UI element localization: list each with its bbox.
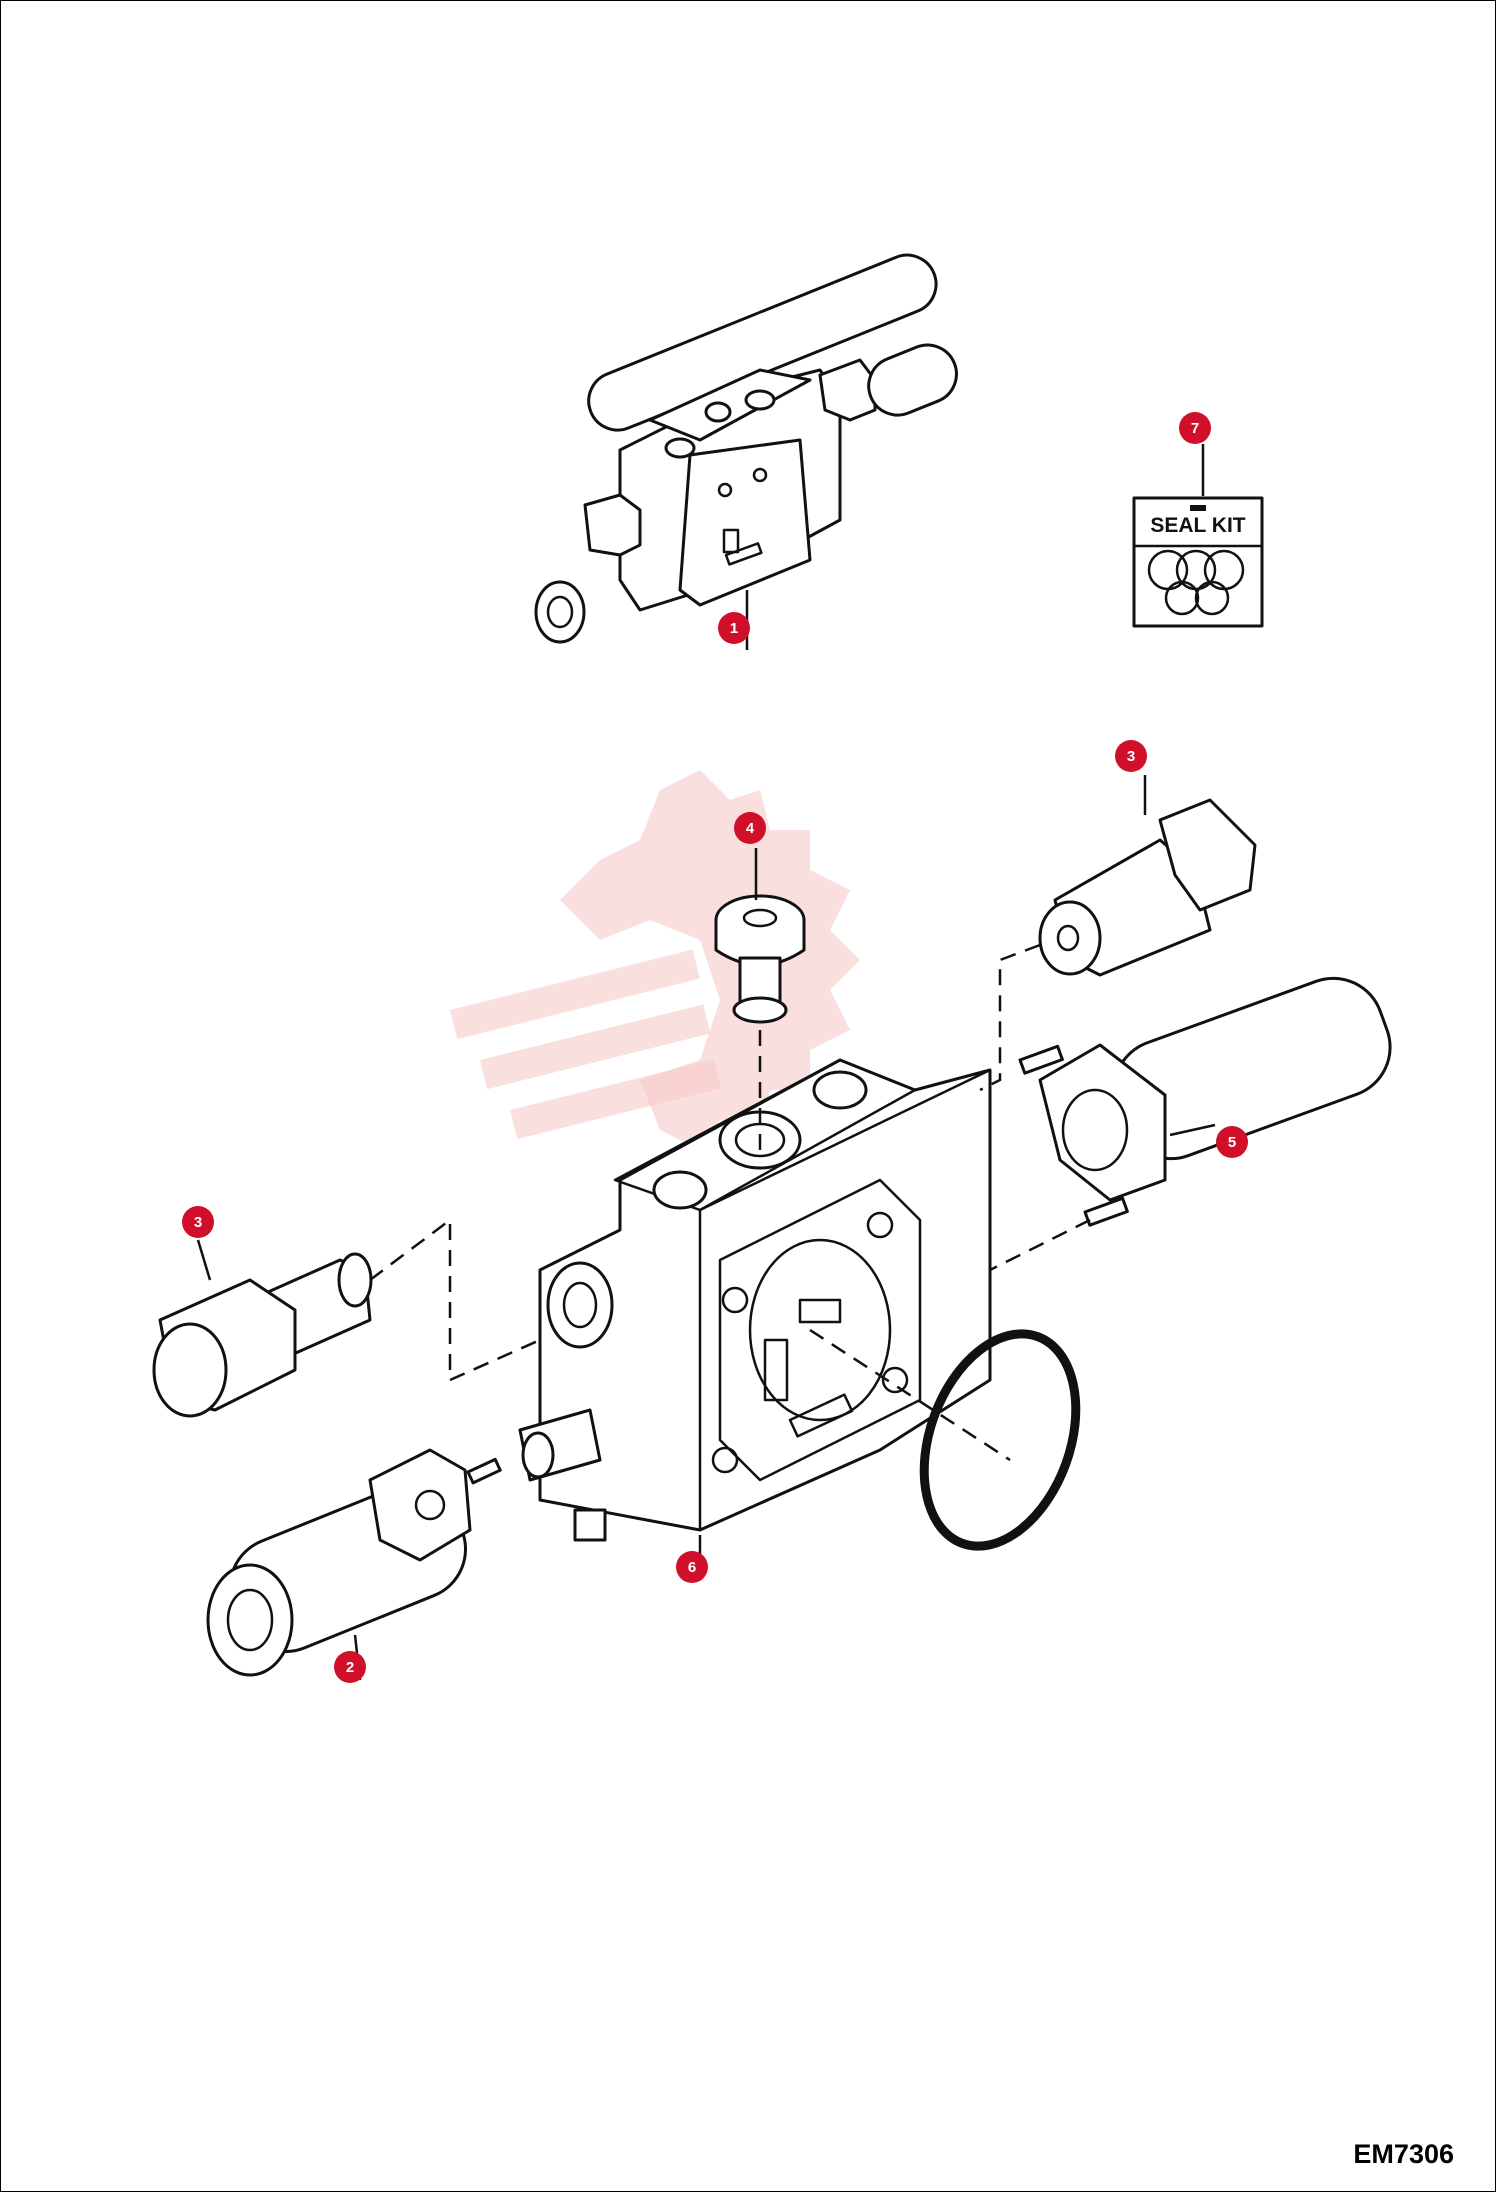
svg-text:1: 1	[730, 620, 738, 637]
part-6-valve-body	[518, 1058, 992, 1542]
part-4-plug	[714, 894, 806, 1024]
callout-6[interactable]: 6	[676, 1551, 708, 1583]
callout-3a[interactable]: 3	[1115, 740, 1147, 772]
seal-kit-label: SEAL KIT	[1150, 514, 1245, 537]
part-7-seal-kit: SEAL KIT	[1132, 496, 1264, 628]
drawing-code: EM7306	[1353, 2139, 1454, 2169]
watermark-logo	[449, 770, 860, 1150]
callout-2[interactable]: 2	[334, 1651, 366, 1683]
svg-text:2: 2	[346, 1659, 354, 1676]
part-3-relief-cartridge-left	[152, 1252, 373, 1418]
assembly-dash-lines	[369, 943, 1091, 1462]
part-5-solenoid-coil-upper	[1018, 976, 1392, 1227]
part-2-solenoid-coil-lower	[206, 1448, 502, 1677]
callout-3b[interactable]: 3	[182, 1206, 214, 1238]
svg-text:6: 6	[688, 1559, 696, 1576]
callout-4[interactable]: 4	[734, 812, 766, 844]
callout-7[interactable]: 7	[1179, 412, 1211, 444]
callout-5[interactable]: 5	[1216, 1126, 1248, 1158]
part-6-o-ring	[919, 1329, 1081, 1551]
part-1-valve-section-assembly	[534, 253, 958, 644]
svg-text:3: 3	[194, 1214, 202, 1231]
callout-1[interactable]: 1	[718, 612, 750, 644]
svg-text:4: 4	[746, 820, 755, 837]
svg-text:7: 7	[1191, 420, 1199, 437]
svg-text:5: 5	[1228, 1134, 1236, 1151]
part-3-relief-cartridge-upper	[1038, 798, 1257, 977]
svg-text:3: 3	[1127, 748, 1135, 765]
